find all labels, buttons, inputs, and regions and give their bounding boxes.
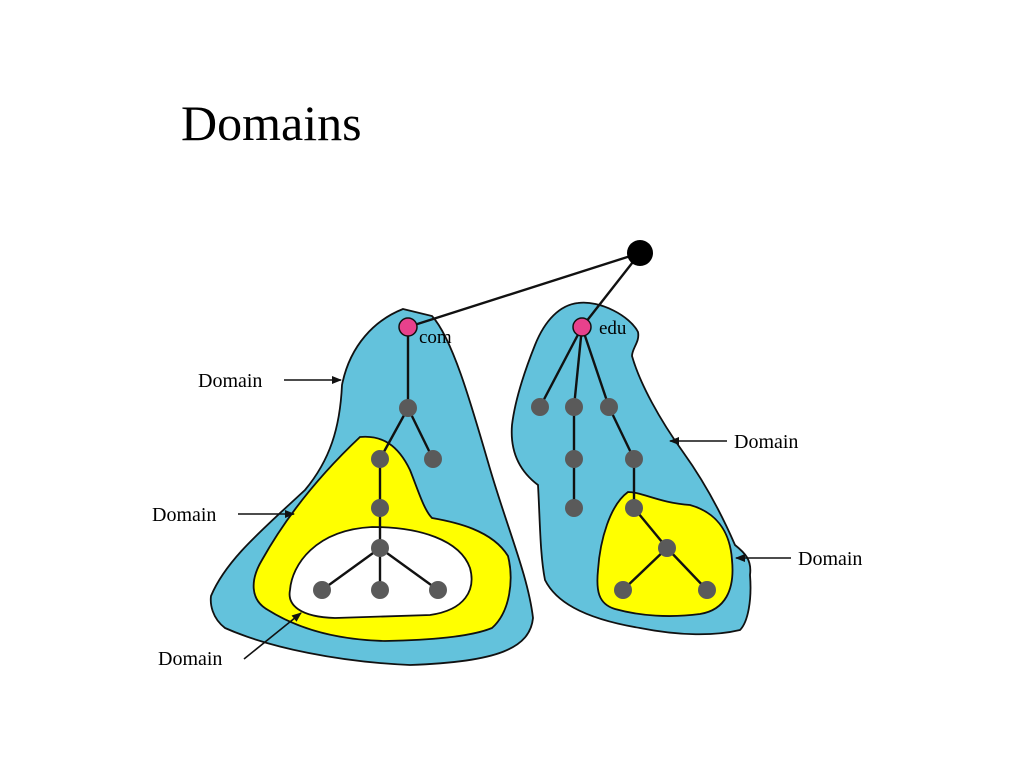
slide-title: Domains (181, 95, 362, 151)
domain-callout-edu-inner: Domain (735, 548, 862, 570)
tree-node (698, 581, 716, 599)
tree-node (625, 499, 643, 517)
domain-callout-label: Domain (798, 548, 862, 570)
com-node (398, 317, 418, 337)
tree-node (614, 581, 632, 599)
tree-node (424, 450, 442, 468)
tree-node (531, 398, 549, 416)
com-subtree-nodes (313, 399, 447, 599)
tree-node (371, 581, 389, 599)
root-node (627, 240, 653, 266)
callout-arrow (243, 612, 302, 660)
edu-label: edu (599, 318, 627, 339)
tree-node (565, 398, 583, 416)
domain-callout-label: Domain (198, 370, 262, 392)
domain-callout-com-outer: Domain (198, 370, 342, 392)
tree-node (313, 581, 331, 599)
tree-node (625, 450, 643, 468)
tree-node (658, 539, 676, 557)
tree-edges (321, 251, 708, 591)
com-label: com (419, 327, 452, 348)
domain-callout-com-innermost: Domain (158, 612, 302, 670)
tree-node (371, 499, 389, 517)
tree-node (371, 450, 389, 468)
domain-callout-edu-outer: Domain (669, 431, 798, 453)
tree-node (600, 398, 618, 416)
tree-node (565, 499, 583, 517)
edu-subtree-nodes (531, 398, 716, 599)
domain-callout-label: Domain (734, 431, 798, 453)
tree-node (429, 581, 447, 599)
domain-callout-label: Domain (152, 504, 216, 526)
tree-node (371, 539, 389, 557)
edu-node (572, 317, 592, 337)
tree-node (565, 450, 583, 468)
tree-node (399, 399, 417, 417)
domain-callout-label: Domain (158, 648, 222, 670)
domain-callout-com-inner: Domain (152, 504, 295, 526)
